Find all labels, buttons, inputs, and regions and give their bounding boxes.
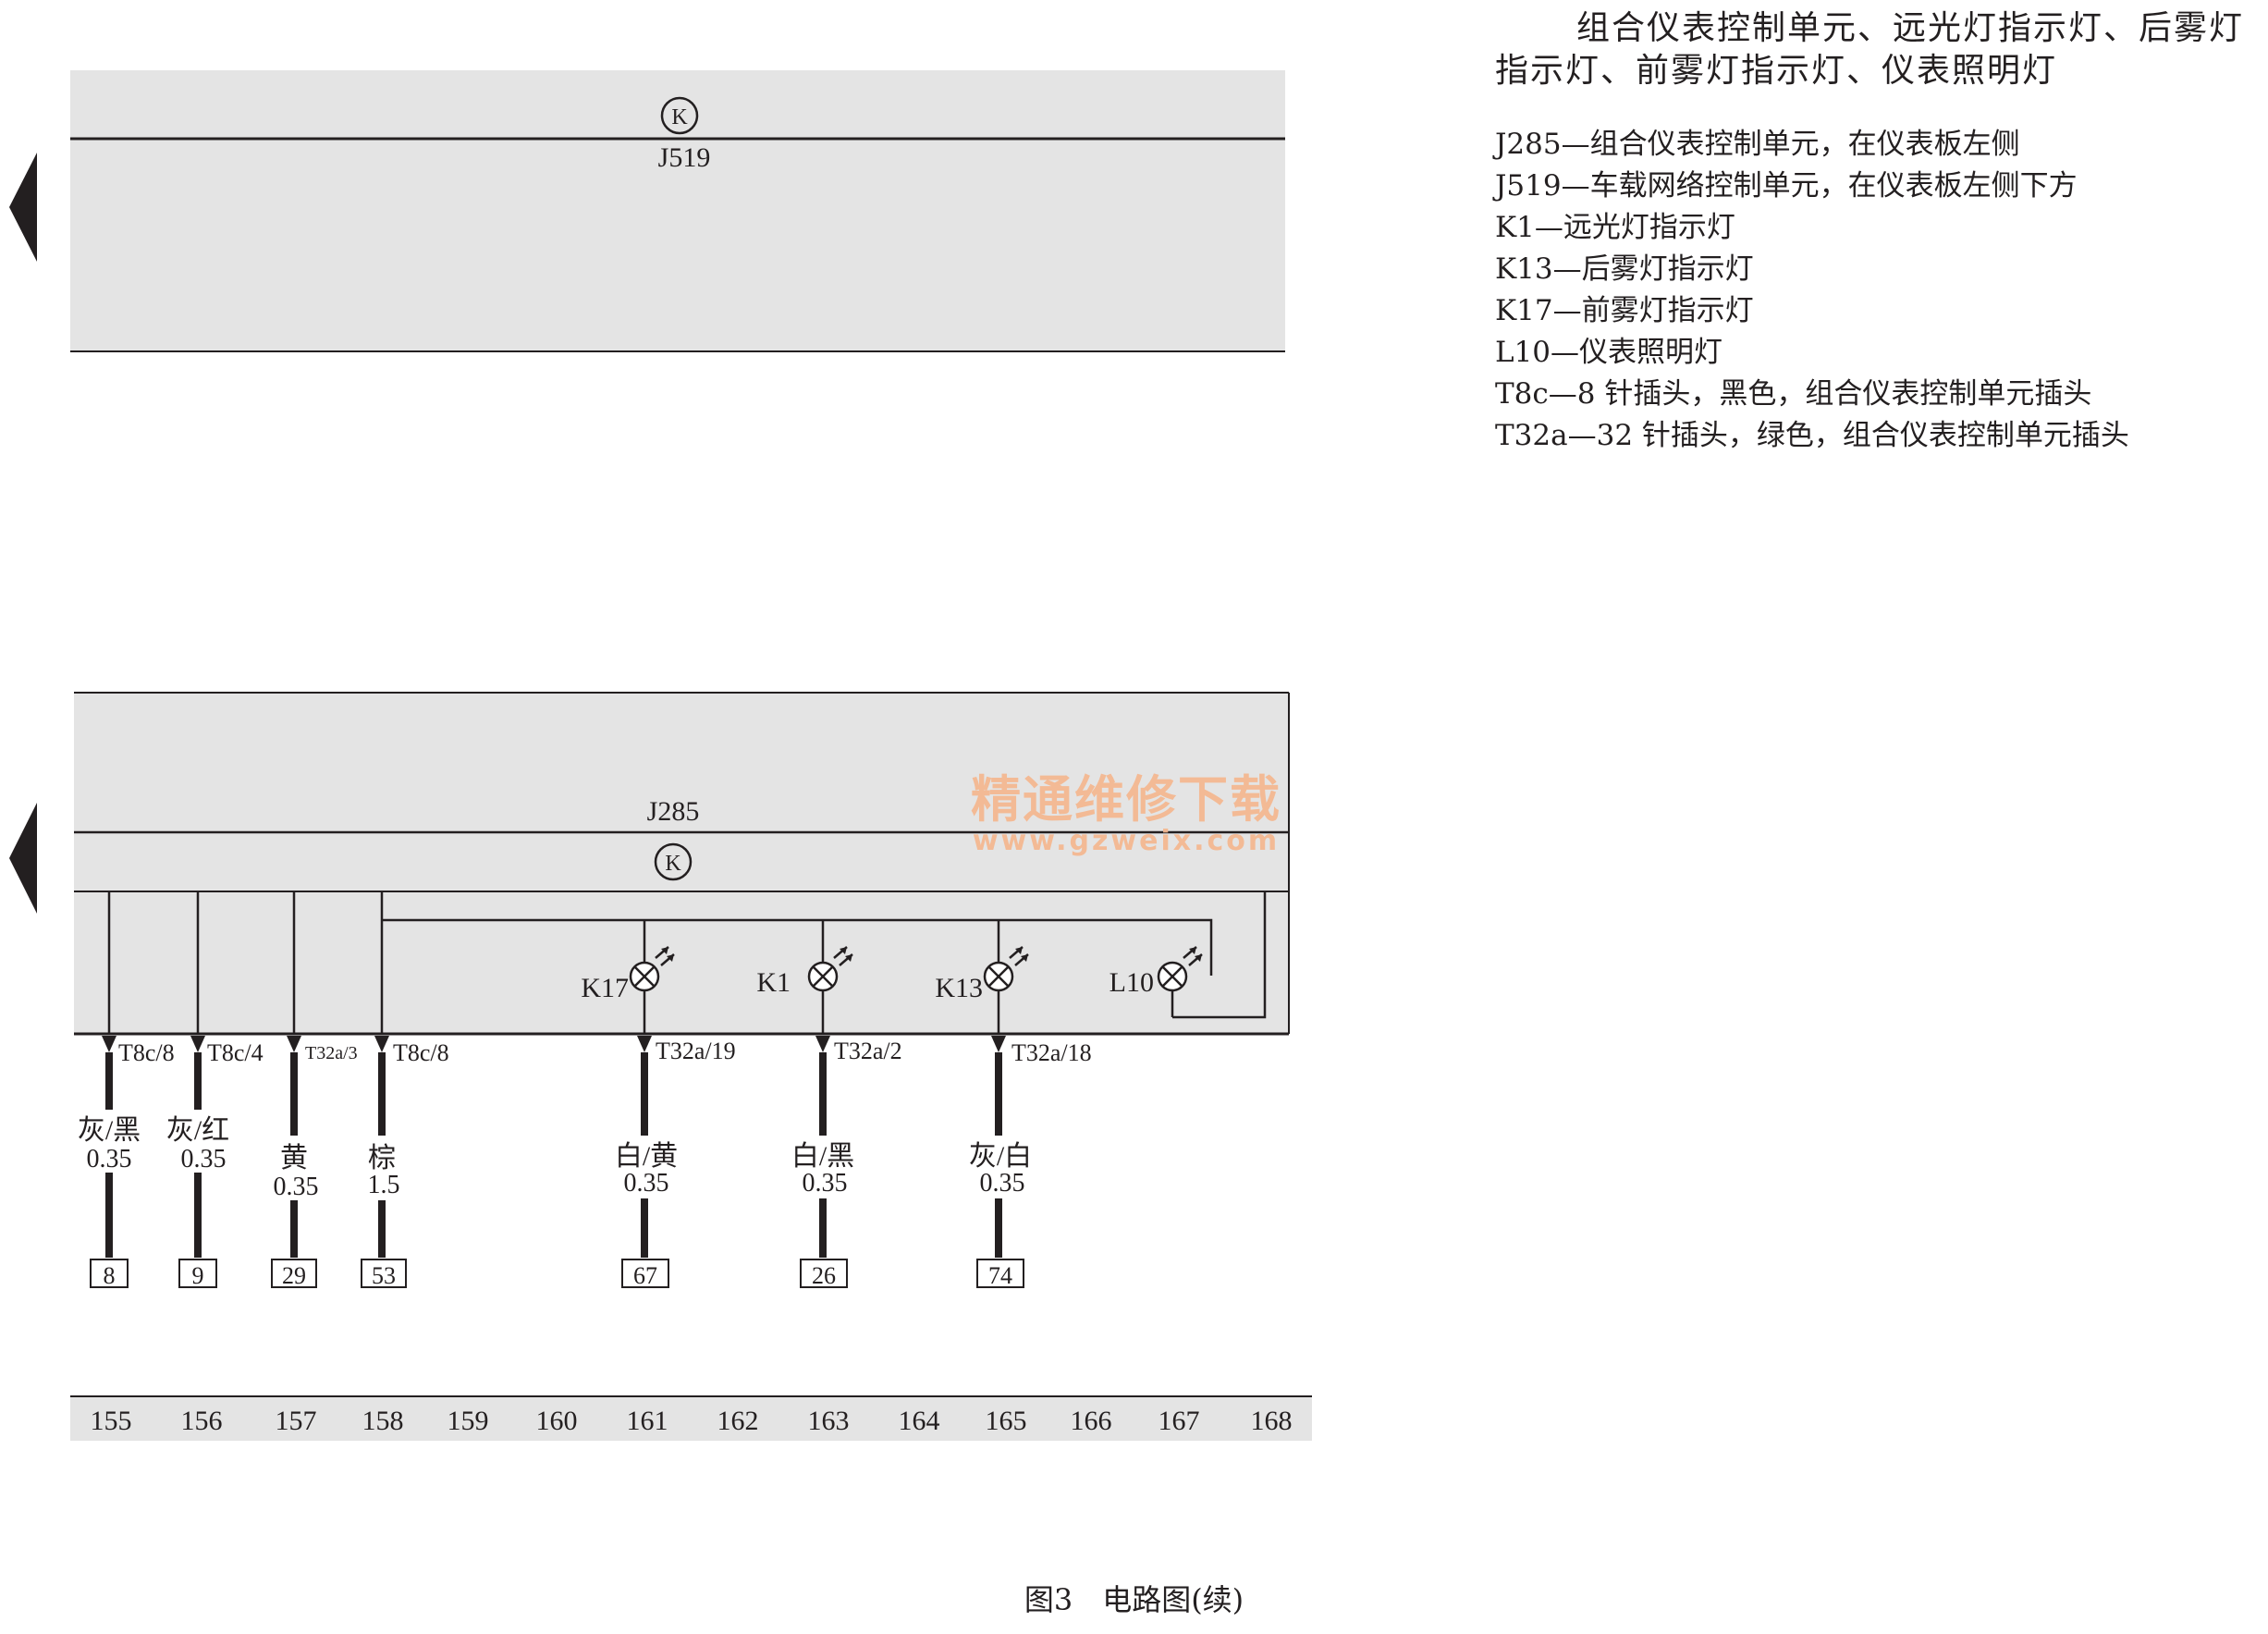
wire-color: 黄: [280, 1143, 308, 1173]
pin-label: T32a/18: [1011, 1039, 1092, 1066]
j285-module: J285 K: [74, 692, 1290, 1036]
wire-color: 灰/红: [166, 1115, 229, 1146]
pin-label: T8c/8: [393, 1039, 449, 1066]
connector-arrow-icon: [374, 1036, 389, 1052]
legend-panel: 组合仪表控制单元、远光灯指示灯、后雾灯指示灯、前雾灯指示灯、仪表照明灯 J285…: [1495, 7, 2262, 457]
indicator-lamp-icon: [629, 946, 675, 992]
wire-size: 0.35: [980, 1169, 1025, 1198]
ruler-number: 164: [899, 1406, 940, 1436]
wire-color: 灰/白: [969, 1141, 1032, 1172]
ruler-number: 168: [1251, 1406, 1293, 1436]
pin-label: T8c/4: [207, 1039, 264, 1066]
control-unit-icon-letter: K: [671, 105, 688, 129]
figure-caption: 图3 电路图(续): [1024, 1582, 1244, 1617]
ruler-number: 165: [986, 1406, 1027, 1436]
wire-size: 0.35: [181, 1145, 227, 1173]
wire-size: 0.35: [274, 1173, 319, 1201]
indicator-lamp-icon: [1157, 946, 1203, 992]
indicator-lamp-icon: [807, 946, 853, 992]
lamp-k17: K17: [581, 946, 675, 1003]
column-ruler: 155 156 157 158 159 160 161 162 163 164 …: [70, 1395, 1312, 1441]
ruler-number: 160: [536, 1406, 578, 1436]
wire-color: 白/黄: [615, 1141, 678, 1172]
connector-arrow-icon: [102, 1036, 116, 1052]
legend-item: T32a—32 针插头，绿色，组合仪表控制单元插头: [1495, 419, 2129, 452]
legend-list: J285—组合仪表控制单元，在仪表板左侧 J519—车载网络控制单元，在仪表板左…: [1495, 124, 2262, 457]
wire-size: 0.35: [803, 1169, 848, 1198]
legend-item: K13—后雾灯指示灯: [1495, 252, 1754, 286]
ruler-number: 163: [808, 1406, 850, 1436]
wire-size: 0.35: [87, 1145, 132, 1173]
control-unit-icon: [660, 96, 699, 135]
watermark-url: www.gzweix.com: [972, 825, 1281, 857]
wire-3: T32a/3 黄 0.35 29: [270, 1036, 358, 1289]
ref-number: 29: [282, 1262, 306, 1289]
watermark: 精通维修下载 www.gzweix.com: [971, 772, 1281, 855]
wire-color: 灰/黑: [78, 1115, 141, 1146]
ruler-number: 157: [276, 1406, 317, 1436]
lamp-l10: L10: [1109, 946, 1203, 998]
connector-arrow-icon: [991, 1036, 1006, 1052]
j285-label: J285: [647, 796, 700, 827]
lamp-label: L10: [1109, 967, 1154, 998]
connector-arrow-icon: [190, 1036, 205, 1052]
wire-5: T32a/19 白/黄 0.35 67: [613, 1036, 736, 1289]
internal-wiring: [107, 891, 1267, 1034]
lamp-k1: K1: [756, 946, 853, 998]
wire-size: 1.5: [368, 1171, 400, 1199]
ref-number: 74: [988, 1262, 1012, 1289]
legend-item: K17—前雾灯指示灯: [1495, 294, 1754, 327]
ref-number: 53: [372, 1262, 396, 1289]
legend-item: L10—仪表照明灯: [1495, 336, 1723, 369]
pin-label: T8c/8: [118, 1039, 175, 1066]
legend-item: J285—组合仪表控制单元，在仪表板左侧: [1495, 128, 2020, 161]
pin-label: T32a/3: [305, 1043, 358, 1063]
ref-number: 9: [192, 1262, 204, 1289]
wire-1: T8c/8 灰/黑 0.35 8: [78, 1036, 175, 1289]
lamp-label: K1: [756, 967, 791, 998]
ruler-number: 156: [181, 1406, 223, 1436]
watermark-text: 精通维修下载: [971, 770, 1281, 829]
lamp-label: K17: [581, 973, 629, 1003]
ruler-number: 161: [627, 1406, 668, 1436]
ruler-number: 166: [1071, 1406, 1112, 1436]
j519-module: K J519: [70, 70, 1285, 352]
ruler-number: 159: [447, 1406, 489, 1436]
control-unit-icon-letter: K: [665, 852, 681, 876]
j519-label: J519: [658, 142, 711, 173]
wire-size: 0.35: [624, 1169, 669, 1198]
connector-arrow-icon: [815, 1036, 830, 1052]
wire-2: T8c/4 灰/红 0.35 9: [166, 1036, 264, 1289]
pin-label: T32a/19: [656, 1038, 736, 1064]
ruler-number: 167: [1159, 1406, 1200, 1436]
pin-label: T32a/2: [834, 1038, 902, 1064]
ruler-number: 155: [91, 1406, 132, 1436]
ref-number: 67: [633, 1262, 657, 1289]
indicator-lamp-icon: [983, 946, 1029, 992]
wire-color: 白/黑: [791, 1141, 854, 1172]
legend-item: J519—车载网络控制单元，在仪表板左侧下方: [1495, 169, 2078, 203]
control-unit-icon: [654, 842, 693, 881]
ruler-number: 162: [717, 1406, 759, 1436]
ref-number: 26: [812, 1262, 836, 1289]
wire-6: T32a/2 白/黑 0.35 26: [788, 1036, 902, 1289]
wire-color: 棕: [368, 1143, 396, 1173]
left-arrow-icon[interactable]: [9, 153, 37, 262]
wire-4: T8c/8 棕 1.5 53: [361, 1036, 449, 1289]
legend-title: 组合仪表控制单元、远光灯指示灯、后雾灯指示灯、前雾灯指示灯、仪表照明灯: [1495, 9, 2245, 90]
connector-arrow-icon: [287, 1036, 301, 1052]
ref-number: 8: [104, 1262, 116, 1289]
lamp-k13: K13: [935, 946, 1029, 1003]
ruler-number: 158: [362, 1406, 404, 1436]
legend-item: T8c—8 针插头，黑色，组合仪表控制单元插头: [1495, 377, 2092, 411]
legend-item: K1—远光灯指示灯: [1495, 211, 1735, 244]
connector-arrow-icon: [637, 1036, 652, 1052]
wire-7: T32a/18 灰/白 0.35 74: [963, 1036, 1092, 1289]
lamp-label: K13: [935, 973, 983, 1003]
left-arrow-icon[interactable]: [9, 803, 37, 914]
